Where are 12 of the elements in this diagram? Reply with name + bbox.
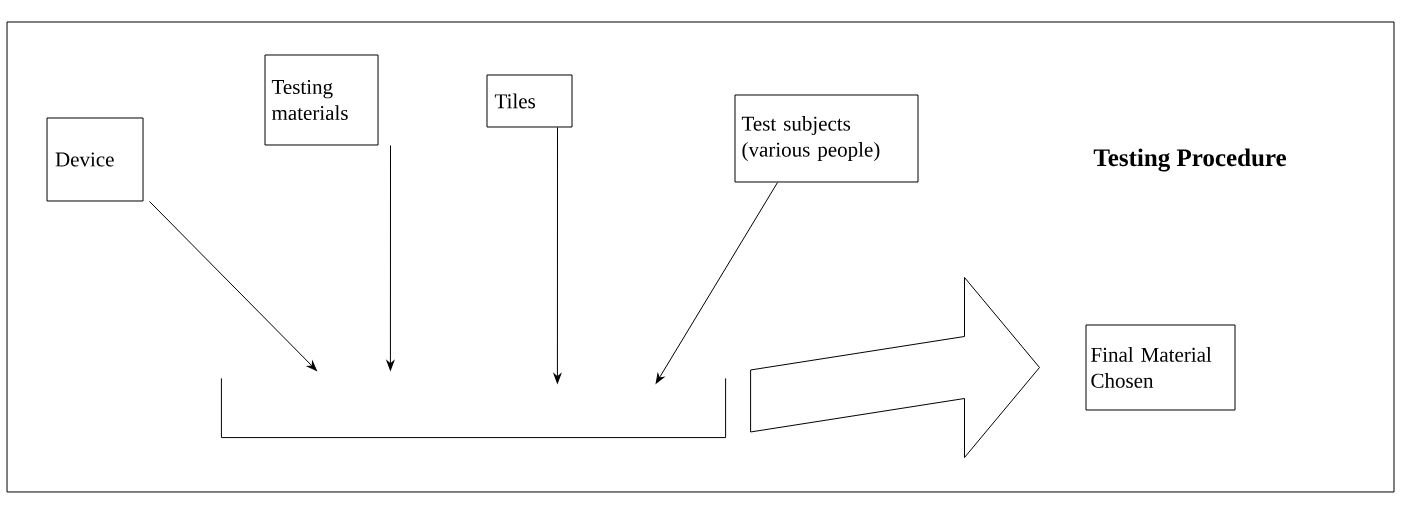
arrow	[149, 201, 317, 371]
tray	[220, 377, 727, 439]
title: Testing Procedure	[1093, 148, 1286, 172]
block-arrow	[750, 277, 1040, 458]
arrow	[553, 127, 562, 384]
arrow	[655, 182, 778, 384]
text-box: Testing materials	[264, 54, 379, 146]
text-box: Tiles	[486, 74, 573, 128]
text-box: Test subjects (various people)	[734, 94, 919, 183]
arrow	[386, 145, 395, 371]
text-box: Final Material Chosen	[1085, 324, 1236, 411]
text-box: Device	[46, 117, 144, 202]
